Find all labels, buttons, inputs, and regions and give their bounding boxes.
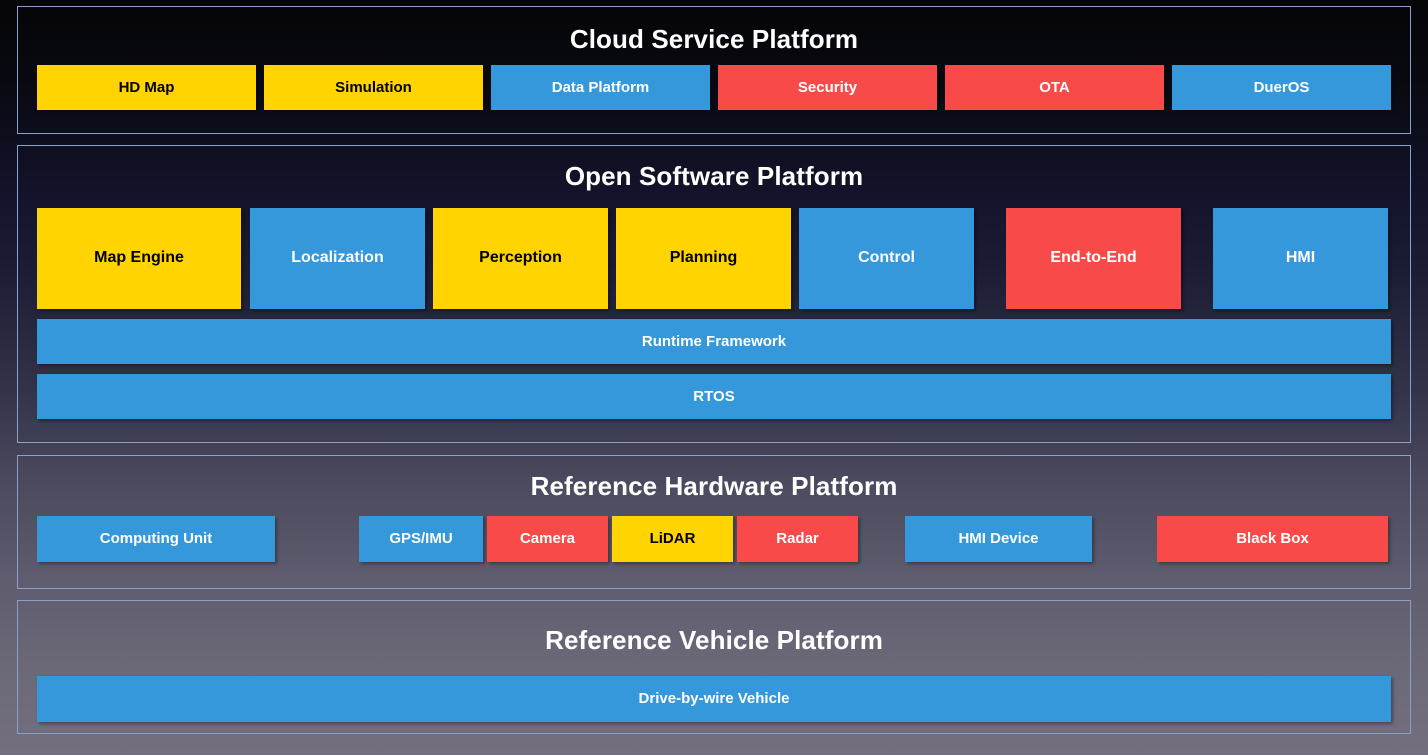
module-camera[interactable]: Camera — [487, 516, 608, 562]
module-rtos[interactable]: RTOS — [37, 374, 1391, 419]
module-perception[interactable]: Perception — [433, 208, 608, 309]
module-black-box[interactable]: Black Box — [1157, 516, 1388, 562]
hardware-module-row: Computing Unit GPS/IMU Camera LiDAR Rada… — [37, 516, 1391, 562]
module-radar[interactable]: Radar — [737, 516, 858, 562]
layer-title-cloud-service-platform: Cloud Service Platform — [569, 24, 859, 54]
layer-reference-hardware-platform: Reference Hardware Platform Computing Un… — [17, 455, 1411, 589]
software-module-row: Map Engine Localization Perception Plann… — [37, 208, 1391, 309]
layer-title-open-software-platform: Open Software Platform — [564, 161, 864, 191]
module-lidar[interactable]: LiDAR — [612, 516, 733, 562]
layer-reference-vehicle-platform: Reference Vehicle Platform Drive-by-wire… — [17, 600, 1411, 734]
module-ota[interactable]: OTA — [945, 65, 1164, 110]
layer-title-reference-hardware-platform: Reference Hardware Platform — [530, 471, 898, 501]
module-hmi-device[interactable]: HMI Device — [905, 516, 1092, 562]
module-security[interactable]: Security — [718, 65, 937, 110]
module-hmi[interactable]: HMI — [1213, 208, 1388, 309]
module-dueros[interactable]: DuerOS — [1172, 65, 1391, 110]
module-localization[interactable]: Localization — [250, 208, 425, 309]
module-hd-map[interactable]: HD Map — [37, 65, 256, 110]
module-runtime-framework[interactable]: Runtime Framework — [37, 319, 1391, 364]
module-drive-by-wire-vehicle[interactable]: Drive-by-wire Vehicle — [37, 676, 1391, 722]
module-computing-unit[interactable]: Computing Unit — [37, 516, 275, 562]
layer-cloud-service-platform: Cloud Service Platform HD Map Simulation… — [17, 6, 1411, 134]
module-planning[interactable]: Planning — [616, 208, 791, 309]
layer-open-software-platform: Open Software Platform Map Engine Locali… — [17, 145, 1411, 443]
layer-title-reference-vehicle-platform: Reference Vehicle Platform — [545, 625, 883, 655]
module-control[interactable]: Control — [799, 208, 974, 309]
module-simulation[interactable]: Simulation — [264, 65, 483, 110]
module-map-engine[interactable]: Map Engine — [37, 208, 241, 309]
cloud-module-row: HD Map Simulation Data Platform Security… — [37, 65, 1391, 110]
module-gps-imu[interactable]: GPS/IMU — [359, 516, 483, 562]
module-data-platform[interactable]: Data Platform — [491, 65, 710, 110]
module-end-to-end[interactable]: End-to-End — [1006, 208, 1181, 309]
